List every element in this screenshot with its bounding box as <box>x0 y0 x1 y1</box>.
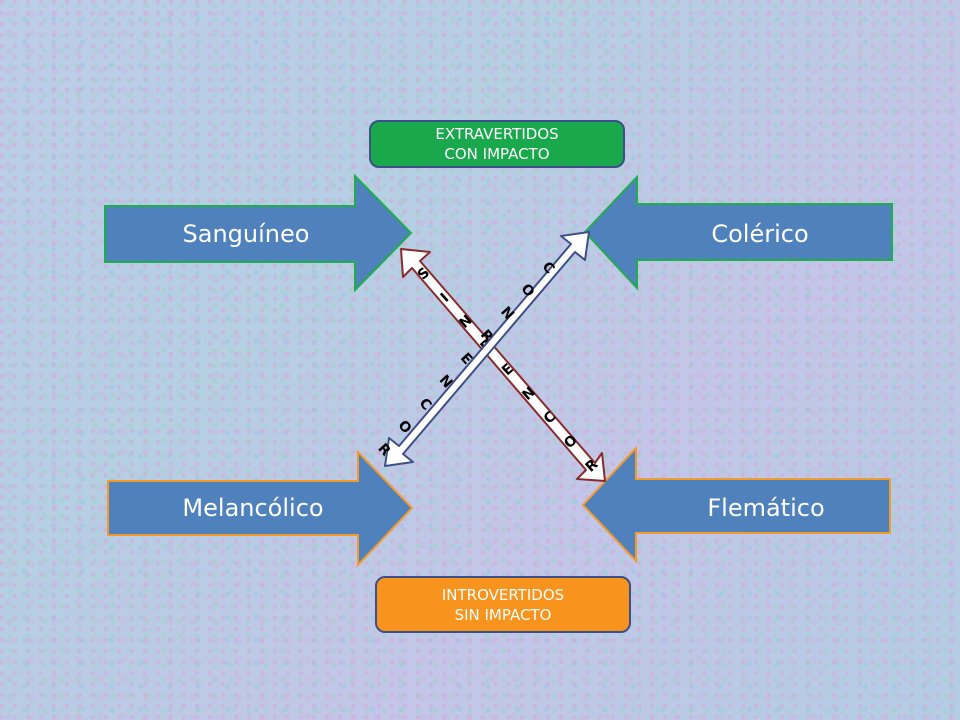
flematico-label: Flemático <box>707 494 824 522</box>
extravertidos-line1: EXTRAVERTIDOS <box>435 125 559 143</box>
introvertidos-line1: INTROVERTIDOS <box>441 585 565 604</box>
sin-rencor-double-arrow: SINRENCOR <box>400 248 606 482</box>
melancolico-arrow: Melancólico <box>107 449 414 568</box>
colerico-arrow: Colérico <box>583 174 893 291</box>
melancolico-label: Melancólico <box>182 494 323 522</box>
flematico-arrow: Flemático <box>581 445 891 564</box>
introvertidos-box: INTROVERTIDOS SIN IMPACTO <box>375 576 631 633</box>
colerico-label: Colérico <box>711 220 808 248</box>
extravertidos-box: EXTRAVERTIDOS CON IMPACTO <box>369 120 625 168</box>
introvertidos-line2: SIN IMPACTO <box>454 605 552 624</box>
sin-rencor-letters: SINRENCOR <box>415 265 602 476</box>
sanguineo-arrow: Sanguíneo <box>104 173 413 293</box>
extravertidos-line2: CON IMPACTO <box>444 145 550 163</box>
sanguineo-label: Sanguíneo <box>183 220 310 248</box>
